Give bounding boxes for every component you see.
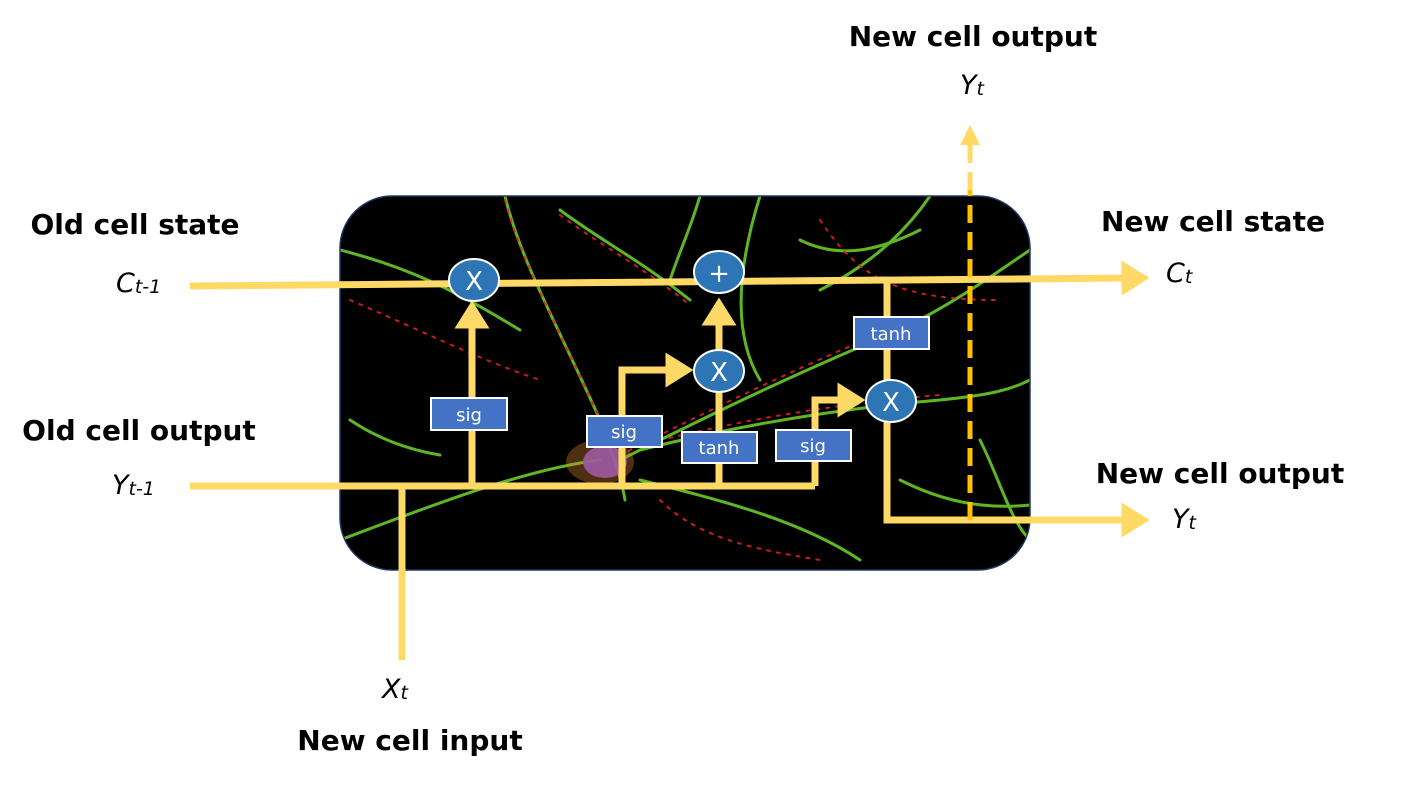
new-cell-output-label-top: New cell output [849,20,1098,53]
x-input-variable: Xt [380,674,410,705]
gate-label: tanh [699,438,740,459]
gate-state-tanh: tanh [853,316,930,350]
old-cell-state-label: Old cell state [30,208,239,241]
new-cell-input-label: New cell input [297,724,522,757]
y-new-variable-top: Yt [960,70,986,101]
flow-lines [189,125,1150,660]
neuron-image-background [339,195,1031,571]
gate-label: sig [611,422,637,443]
gate-output-sig: sig [775,429,852,462]
c-prev-variable: Ct-1 [116,268,161,299]
new-cell-output-label-right: New cell output [1096,457,1345,490]
state-add-operator: + [693,250,745,294]
output-multiply-operator: X [865,379,917,423]
gate-forget-sig: sig [430,397,508,431]
cell-body [583,446,627,478]
new-cell-state-label: New cell state [1101,205,1325,238]
y-new-variable-right: Yt [1172,504,1198,535]
cell-border [339,195,1031,571]
cell-state-line [189,260,1150,296]
gate-label: tanh [871,324,912,345]
operator-label: X [882,388,900,418]
operator-label: X [710,358,728,388]
y-prev-variable: Yt-1 [112,470,155,501]
output-path [883,282,1150,538]
c-new-variable: Ct [1166,258,1194,289]
gate-input-sig: sig [586,415,663,448]
old-cell-output-label: Old cell output [22,414,256,447]
gate-candidate-tanh: tanh [681,431,758,464]
gate-label: sig [800,436,826,457]
operator-label: X [465,267,483,297]
gate-label: sig [456,405,482,426]
operator-label: + [708,259,730,289]
input-multiply-operator: X [693,349,745,393]
forget-multiply-operator: X [448,258,500,302]
